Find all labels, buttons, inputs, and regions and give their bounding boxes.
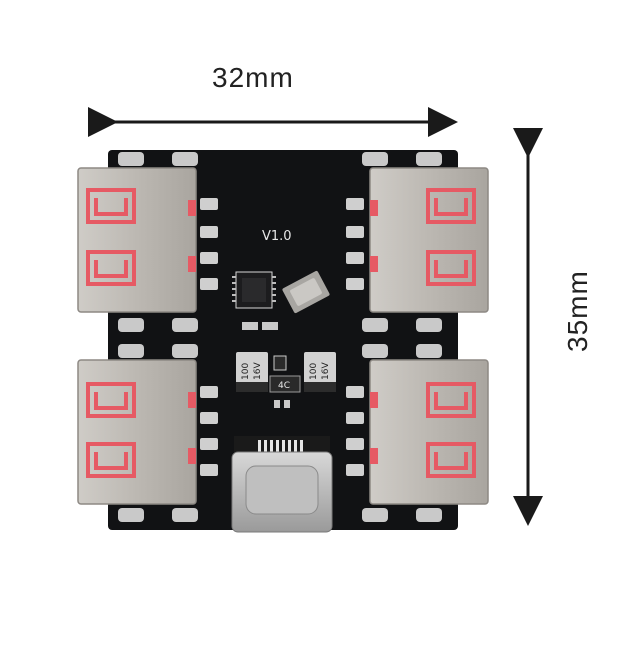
edge-pads-middle	[118, 318, 442, 358]
height-dimension-label: 35mm	[562, 270, 593, 352]
edge-pads-bottom	[118, 508, 442, 522]
svg-text:100: 100	[241, 363, 251, 380]
svg-text:16V: 16V	[253, 362, 263, 380]
small-ic: 4C	[269, 375, 301, 393]
usb-port-bottom-right	[369, 359, 489, 505]
svg-text:16V: 16V	[321, 362, 331, 380]
crystal-oscillator	[282, 270, 330, 314]
width-dimension-label: 32mm	[212, 62, 294, 93]
side-pads	[200, 198, 364, 476]
capacitor-right: 100 16V	[304, 352, 336, 392]
usb-port-bottom-left	[77, 359, 197, 505]
passive-components	[242, 322, 290, 408]
capacitor-left: 100 16V	[236, 352, 268, 392]
hub-controller-chip	[232, 271, 276, 309]
usb-c-port	[231, 436, 333, 533]
usb-port-top-right	[369, 167, 489, 313]
svg-text:100: 100	[309, 363, 319, 380]
version-label: V1.0	[262, 229, 292, 244]
usb-port-top-left	[77, 167, 197, 313]
svg-text:4C: 4C	[278, 381, 290, 391]
edge-pads-top	[118, 152, 442, 166]
